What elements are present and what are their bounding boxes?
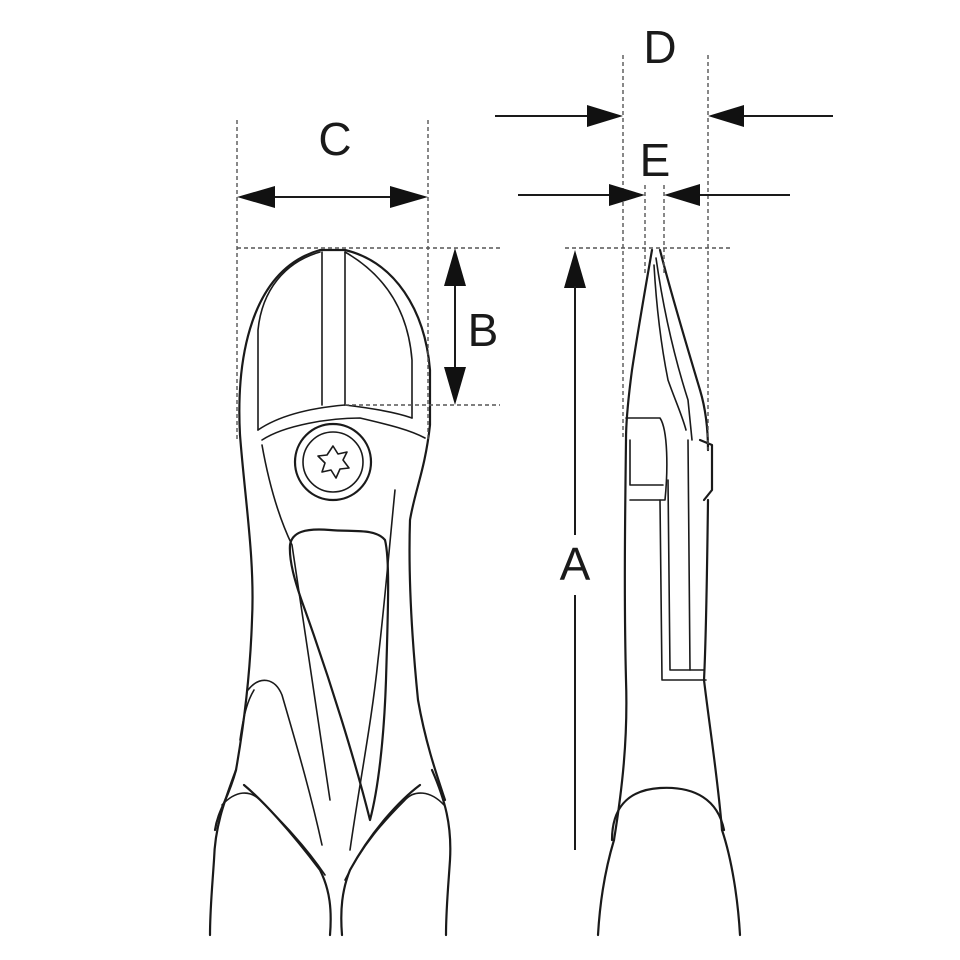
dimension-c: C — [237, 113, 428, 208]
front-body-window — [288, 528, 390, 822]
dimension-d: D — [495, 21, 833, 127]
dimension-e: E — [518, 134, 790, 206]
front-handle-left-edge-2 — [239, 689, 255, 741]
front-handle-right-outer — [430, 768, 452, 937]
dimension-a-arrow-top — [564, 250, 586, 288]
side-body-line-1 — [659, 499, 707, 681]
torx-screw-icon — [317, 445, 350, 479]
dimension-c-arrow-right — [390, 186, 428, 208]
dimension-label-c: C — [318, 113, 351, 165]
dimension-e-arrow-left — [609, 184, 645, 206]
dimension-b-arrow-bottom — [444, 367, 466, 405]
side-handle-left — [596, 838, 616, 937]
dimension-label-d: D — [643, 21, 676, 73]
pliers-side-view — [596, 248, 742, 937]
dimension-e-arrow-right — [664, 184, 700, 206]
front-handle-left-edge — [247, 679, 323, 846]
side-handle-right — [720, 828, 742, 937]
side-body-front — [612, 438, 628, 842]
front-jaw-cut-line — [321, 251, 346, 406]
pivot-screw-outer — [293, 422, 373, 502]
front-handle-left-rib — [221, 792, 326, 876]
front-jaw-left — [257, 251, 321, 431]
front-body-curve-left — [261, 444, 331, 801]
front-extension-lines — [236, 120, 500, 440]
pliers-front-view — [208, 248, 452, 937]
side-inner-jaw-2 — [653, 264, 687, 431]
dimension-label-e: E — [640, 134, 671, 186]
dimension-c-arrow-left — [237, 186, 275, 208]
dimension-b: B — [444, 248, 498, 405]
front-head-rim — [261, 417, 426, 441]
side-inner-jaw-1 — [655, 257, 693, 441]
side-body-line-3 — [687, 439, 691, 671]
front-jaw-bottom-edge — [257, 404, 413, 431]
front-head-outline — [238, 248, 447, 802]
side-head-block — [629, 439, 664, 486]
dimension-d-arrow-left — [587, 105, 623, 127]
dimension-label-b: B — [468, 304, 499, 356]
dimension-label-a: A — [560, 538, 591, 590]
front-body-curve-right — [349, 489, 396, 851]
dimension-b-arrow-top — [444, 248, 466, 286]
front-handle-right-inner — [340, 783, 422, 937]
side-body-line-2 — [667, 479, 705, 671]
side-tip-outline — [624, 248, 654, 442]
side-handle-grip — [610, 786, 726, 842]
pivot-screw-inner — [302, 431, 364, 493]
side-head-step — [625, 417, 668, 501]
front-handle-right-rib — [344, 792, 445, 881]
dimension-a: A — [560, 250, 591, 850]
front-jaw-right — [344, 251, 413, 419]
side-pivot-lug — [698, 438, 714, 502]
front-handle-left-outer — [208, 768, 238, 937]
front-handle-left-inner — [242, 783, 332, 937]
side-back-outline — [658, 248, 710, 452]
dimension-d-arrow-right — [708, 105, 744, 127]
front-left-body-outline — [213, 433, 254, 832]
side-extension-lines — [565, 55, 730, 450]
side-body-back — [702, 498, 724, 832]
